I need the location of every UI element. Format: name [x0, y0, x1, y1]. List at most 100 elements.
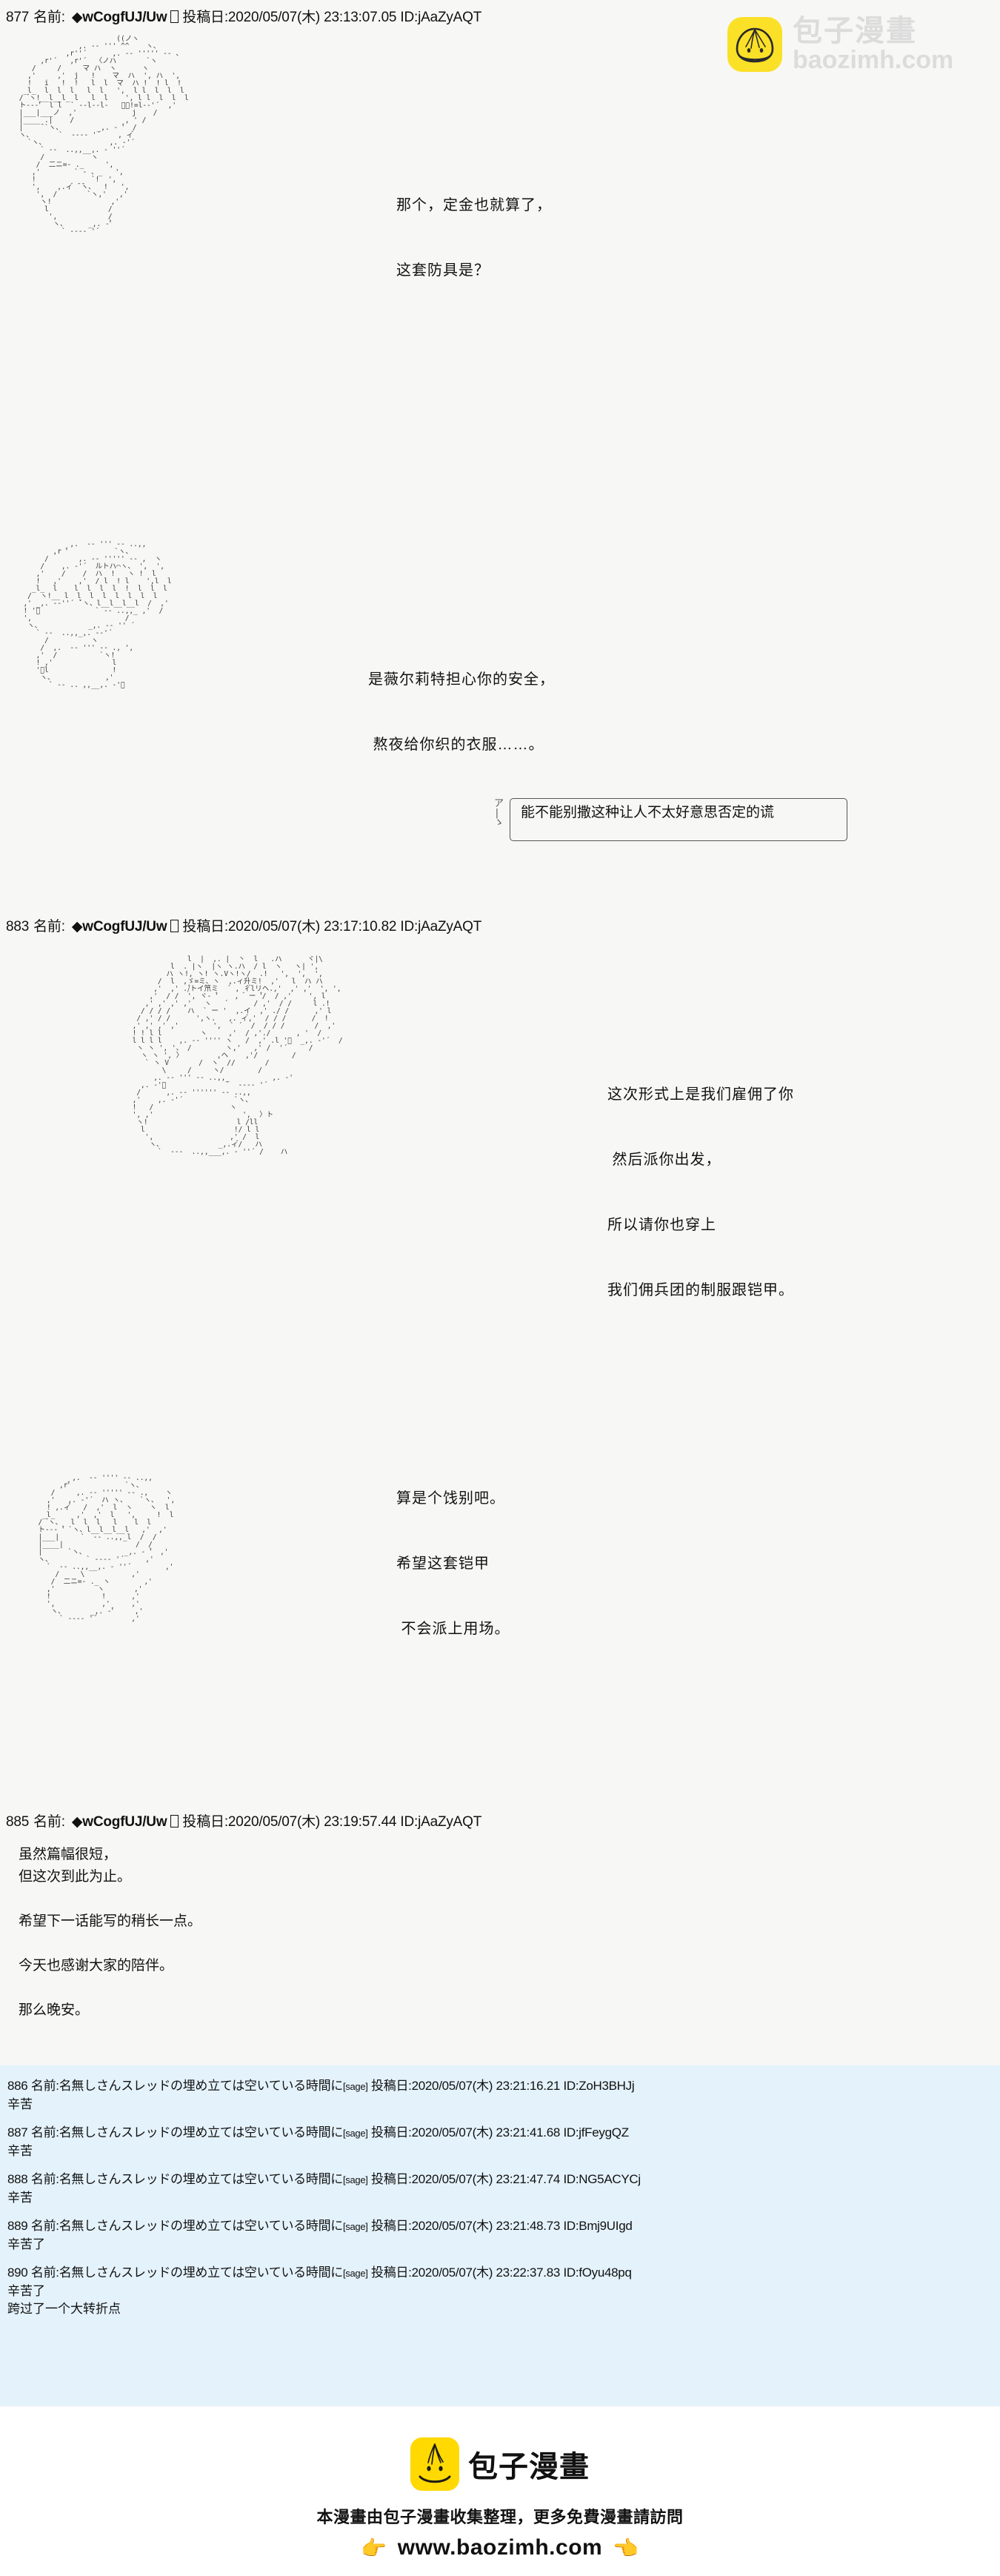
reply-item: 886 名前:名無しさんスレッドの埋め立ては空いている時間に[sage] 投稿日…	[0, 2077, 1000, 2114]
reply-datetime: 2020/05/07(木) 23:22:37.83	[411, 2265, 561, 2280]
watermark-badge	[727, 17, 782, 72]
post-number: 877	[6, 10, 30, 25]
post-datetime: 2020/05/07(木) 23:17:10.82	[227, 919, 397, 935]
ascii-art-877-b: ,. -‐ ''' ‐- ..,, ,r '゙ `ヽ、 / ,. -‐ ''''…	[23, 540, 172, 689]
reply-header: 889 名前:名無しさんスレッドの埋め立ては空いている時間に[sage] 投稿日…	[7, 2217, 1000, 2236]
reply-number: 890	[7, 2265, 28, 2280]
bun-icon	[410, 2437, 459, 2491]
mojibake-box-icon	[170, 1815, 179, 1828]
reply-date-label: 投稿日:	[371, 2125, 412, 2140]
reply-header: 890 名前:名無しさんスレッドの埋め立ては空いている時間に[sage] 投稿日…	[7, 2264, 1000, 2283]
reply-number: 889	[7, 2219, 28, 2233]
reply-header: 886 名前:名無しさんスレッドの埋め立ては空いている時間に[sage] 投稿日…	[7, 2077, 1000, 2096]
footer-tagline: 本漫畫由包子漫畫收集整理，更多免費漫畫請訪問	[316, 2508, 684, 2526]
bun-icon	[736, 28, 774, 63]
reply-header: 888 名前:名無しさんスレッドの埋め立ては空いている時間に[sage] 投稿日…	[7, 2171, 1000, 2189]
reply-name-label: 名前:	[30, 2079, 59, 2093]
reply-datetime: 2020/05/07(木) 23:21:47.74	[411, 2172, 561, 2186]
reply-datetime: 2020/05/07(木) 23:21:48.73	[411, 2219, 561, 2233]
dialogue-877-a: 那个，定金也就算了， 这套防具是？	[396, 197, 552, 279]
reply-name: 名無しさんスレッドの埋め立ては空いている時間に	[59, 2125, 344, 2140]
reply-sage-tag: [sage]	[342, 2128, 368, 2139]
reply-body: 辛苦了	[7, 2237, 45, 2251]
reply-sage-tag: [sage]	[342, 2268, 368, 2279]
dialogue-883-a: 这次形式上是我们雇佣了你 然后派你出发， 所以请你也穿上 我们佣兵团的制服跟铠甲…	[607, 1086, 794, 1298]
post-id: ID:jAaZyAQT	[400, 919, 482, 935]
reply-body: 辛苦	[7, 2144, 33, 2158]
reply-number: 887	[7, 2125, 28, 2140]
post-name-label: 名前:	[33, 919, 65, 935]
reply-date-label: 投稿日:	[371, 2219, 412, 2233]
reply-date-label: 投稿日:	[371, 2265, 412, 2280]
reply-header: 887 名前:名無しさんスレッドの埋め立ては空いている時間に[sage] 投稿日…	[7, 2124, 1000, 2142]
reply-sage-tag: [sage]	[342, 2221, 368, 2232]
post-name-label: 名前:	[33, 1814, 65, 1830]
reply-name-label: 名前:	[30, 2125, 59, 2140]
reply-sage-tag: [sage]	[342, 2081, 368, 2092]
post-tripcode[interactable]: ◆wCogfUJ/Uw	[71, 1814, 167, 1830]
post-number: 883	[6, 919, 30, 935]
dialogue-877-b: 是薇尔莉特担心你的安全， 熬夜给你织的衣服……。	[368, 671, 555, 753]
post-datetime: 2020/05/07(木) 23:13:07.05	[227, 10, 397, 25]
watermark-text: 包子漫畫 baozimh.com	[793, 16, 953, 73]
reply-datetime: 2020/05/07(木) 23:21:41.68	[411, 2125, 561, 2140]
post-date-label: 投稿日:	[182, 10, 228, 25]
pointing-right-hand-icon: 👉	[361, 2536, 387, 2560]
post-tripcode[interactable]: ◆wCogfUJ/Uw	[71, 919, 167, 935]
footer-logo: 包子漫畫	[0, 2437, 1000, 2491]
reply-date-label: 投稿日:	[371, 2172, 412, 2186]
reply-date-label: 投稿日:	[371, 2079, 412, 2093]
footer-badge	[410, 2437, 459, 2491]
dialogue-883-b: 算是个饯别吧。 希望这套铠甲 不会派上用场。	[396, 1490, 510, 1637]
reply-body: 辛苦	[7, 2097, 33, 2111]
post-id: ID:jAaZyAQT	[400, 10, 482, 25]
reply-name: 名無しさんスレッドの埋め立ては空いている時間に	[59, 2219, 344, 2233]
post-tripcode[interactable]: ◆wCogfUJ/Uw	[71, 10, 167, 25]
reply-id: ID:NG5ACYCj	[563, 2172, 641, 2186]
post-number: 885	[6, 1814, 30, 1830]
quote-text: 能不能别撒这种让人不太好意思否定的谎	[521, 805, 775, 820]
reply-number: 886	[7, 2079, 28, 2093]
pointing-left-hand-icon: 👈	[613, 2536, 639, 2560]
watermark-url: baozimh.com	[793, 46, 954, 74]
post-name-label: 名前:	[33, 10, 65, 25]
reply-name-label: 名前:	[30, 2172, 59, 2186]
footer-url-row[interactable]: 👉 www.baozimh.com 👈	[0, 2535, 1000, 2560]
reply-number: 888	[7, 2172, 28, 2186]
footer-url[interactable]: www.baozimh.com	[397, 2535, 603, 2560]
post-date-label: 投稿日:	[182, 919, 228, 935]
post-datetime: 2020/05/07(木) 23:19:57.44	[227, 1814, 397, 1830]
reply-name: 名無しさんスレッドの埋め立ては空いている時間に	[59, 2265, 344, 2280]
reply-name-label: 名前:	[30, 2265, 59, 2280]
reply-name-label: 名前:	[30, 2219, 59, 2233]
mojibake-box-icon	[170, 10, 179, 23]
ascii-art-883-b: ,. -‐ '''' ‐- ..,, ,r'゙ `ヽ、 / ,. -‐ ''''…	[38, 1474, 176, 1623]
reply-id: ID:Bmj9UIgd	[563, 2219, 633, 2233]
post-body-885: 虽然篇幅很短， 但这次到此为止。 希望下一话能写的稍长一点。 今天也感谢大家的陪…	[19, 1847, 202, 2018]
reply-item: 889 名前:名無しさんスレッドの埋め立ては空いている時間に[sage] 投稿日…	[0, 2217, 1000, 2254]
reply-sage-tag: [sage]	[342, 2174, 368, 2185]
quote-bracket-left-icon: ア|ゝ	[494, 798, 504, 829]
reply-item: 887 名前:名無しさんスレッドの埋め立ては空いている時間に[sage] 投稿日…	[0, 2124, 1000, 2160]
ascii-art-877-a: ((ノヽ ,. -‐ ''' ^^ ヽ、 ,r''´ ,. -‐ ''''' ‐…	[19, 35, 189, 236]
reply-name: 名無しさんスレッドの埋め立ては空いている時間に	[59, 2079, 344, 2093]
quote-box-877: 能不能别撒这种让人不太好意思否定的谎	[510, 798, 847, 841]
reply-list: 886 名前:名無しさんスレッドの埋め立ては空いている時間に[sage] 投稿日…	[0, 2065, 1000, 2406]
reply-id: ID:jfFeygQZ	[563, 2125, 629, 2140]
post-id: ID:jAaZyAQT	[400, 1814, 482, 1830]
reply-body: 辛苦	[7, 2191, 33, 2205]
reply-body: 辛苦了 跨过了一个大转折点	[7, 2284, 121, 2316]
reply-item: 890 名前:名無しさんスレッドの埋め立ては空いている時間に[sage] 投稿日…	[0, 2264, 1000, 2318]
footer-brand: 包子漫畫	[468, 2451, 590, 2483]
ascii-art-883-a: l | ,. | 丶 l .ハ ヾ|\ l . |ヽ |ヽ ヽ.ハ / l ヽ …	[132, 955, 343, 1156]
watermark-baozimh: 包子漫畫 baozimh.com	[727, 16, 953, 73]
mojibake-box-icon	[170, 920, 179, 932]
reply-id: ID:ZoH3BHJj	[563, 2079, 635, 2093]
watermark-brand: 包子漫畫	[793, 15, 917, 47]
reply-item: 888 名前:名無しさんスレッドの埋め立ては空いている時間に[sage] 投稿日…	[0, 2171, 1000, 2207]
site-footer: 包子漫畫 本漫畫由包子漫畫收集整理，更多免費漫畫請訪問 👉 www.baozim…	[0, 2406, 1000, 2576]
reply-name: 名無しさんスレッドの埋め立ては空いている時間に	[59, 2172, 344, 2186]
